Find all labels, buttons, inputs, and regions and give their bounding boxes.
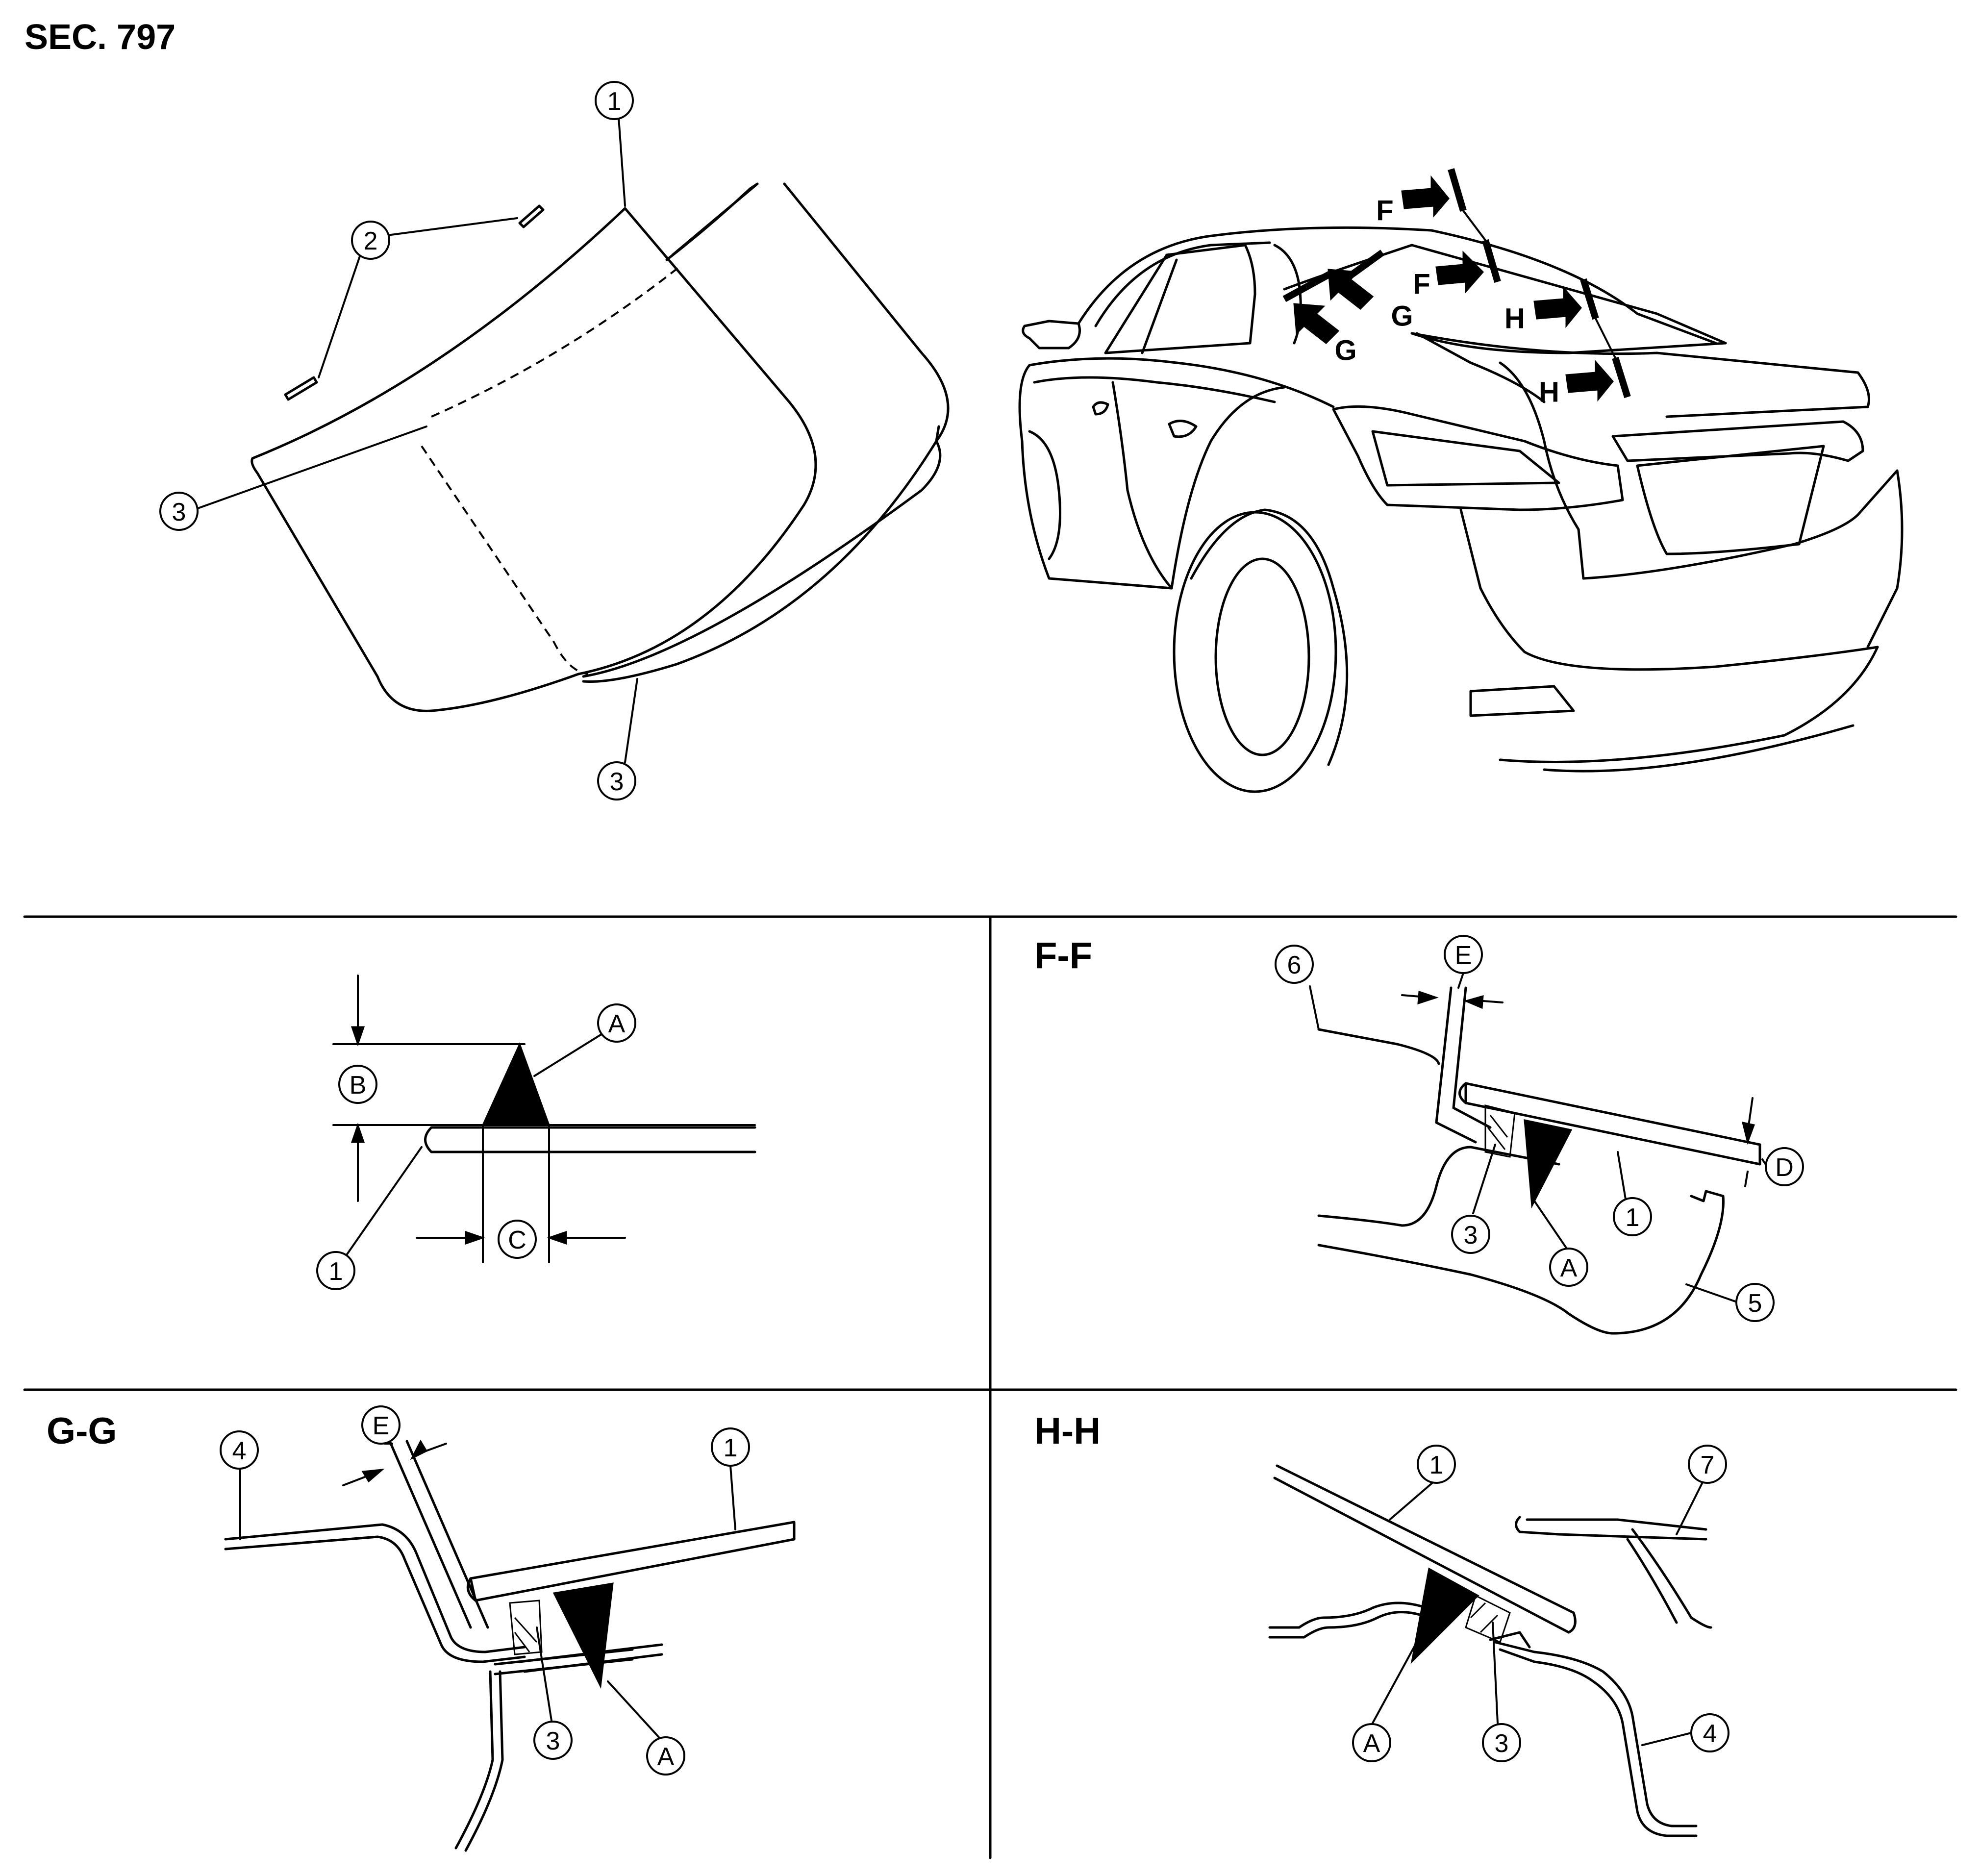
rear-glass-exploded-view <box>193 117 950 763</box>
callout-4-hh: 4 <box>1690 1713 1729 1752</box>
callout-1-top: 1 <box>595 81 634 120</box>
callout-3-ff: 3 <box>1451 1215 1490 1254</box>
callout-1-bead: 1 <box>316 1251 355 1290</box>
adhesive-bead-detail <box>332 975 756 1263</box>
view-arrow-icon <box>1565 360 1614 402</box>
section-title-hh: H-H <box>1034 1410 1101 1452</box>
view-arrow-icon <box>1293 303 1340 344</box>
clip-upper <box>518 204 545 228</box>
view-label-h-upper: H <box>1504 303 1525 335</box>
view-label-g-upper: G <box>1391 300 1413 332</box>
view-label-g-lower: G <box>1334 335 1356 367</box>
adhesive-bead <box>481 1042 551 1126</box>
callout-5-ff: 5 <box>1735 1283 1775 1322</box>
svg-text:3: 3 <box>610 768 624 796</box>
callout-1-hh: 1 <box>1417 1445 1456 1484</box>
callout-a-ff: A <box>1549 1248 1588 1287</box>
svg-text:4: 4 <box>232 1437 247 1465</box>
moulding-strip-inner <box>582 187 942 678</box>
callout-3-bottom: 3 <box>597 761 636 800</box>
svg-text:C: C <box>508 1226 526 1254</box>
svg-text:A: A <box>657 1743 675 1771</box>
svg-text:1: 1 <box>1626 1203 1640 1232</box>
section-line-f-lower <box>1482 239 1501 283</box>
callout-6-ff: 6 <box>1275 945 1314 984</box>
section-line-h-upper <box>1580 278 1599 320</box>
callout-d-ff: D <box>1765 1147 1804 1186</box>
svg-text:6: 6 <box>1287 951 1302 979</box>
view-label-f-lower: F <box>1413 269 1430 300</box>
view-arrow-icon <box>1401 175 1450 218</box>
svg-text:E: E <box>1455 941 1472 970</box>
svg-text:E: E <box>373 1412 390 1440</box>
view-arrow-icon <box>1435 250 1484 294</box>
callout-e-ff: E <box>1444 935 1483 974</box>
view-label-f-upper: F <box>1376 195 1393 227</box>
section-hh <box>1268 1464 1712 1837</box>
svg-text:1: 1 <box>724 1434 738 1462</box>
clip-lower <box>284 376 318 401</box>
view-arrow-icon <box>1533 286 1582 328</box>
callout-a-bead: A <box>597 1003 636 1043</box>
section-title-gg: G-G <box>47 1410 117 1452</box>
svg-text:3: 3 <box>546 1727 560 1755</box>
svg-text:1: 1 <box>329 1257 343 1286</box>
moulding-strip-outer <box>582 182 950 683</box>
callout-1-ff: 1 <box>1613 1197 1652 1236</box>
svg-text:3: 3 <box>172 498 186 526</box>
svg-text:A: A <box>1363 1729 1380 1758</box>
callout-4-gg: 4 <box>220 1430 259 1470</box>
callout-3-hh: 3 <box>1482 1723 1521 1762</box>
svg-text:5: 5 <box>1748 1289 1762 1318</box>
callout-b-height: B <box>338 1065 377 1104</box>
callout-1-gg: 1 <box>711 1427 750 1467</box>
svg-text:A: A <box>1560 1254 1578 1282</box>
rear-glass-outline <box>251 207 817 712</box>
svg-text:4: 4 <box>1703 1720 1717 1748</box>
callout-e-gg: E <box>361 1405 401 1445</box>
svg-text:2: 2 <box>364 227 378 255</box>
svg-text:7: 7 <box>1701 1451 1715 1479</box>
callout-a-gg: A <box>646 1736 685 1776</box>
svg-text:1: 1 <box>1429 1451 1444 1479</box>
callout-a-hh: A <box>1352 1723 1391 1762</box>
callout-2-top: 2 <box>351 221 390 260</box>
svg-text:B: B <box>350 1071 367 1100</box>
section-line-f-upper <box>1448 168 1467 212</box>
view-label-h-lower: H <box>1539 376 1559 408</box>
callout-3-left: 3 <box>159 492 199 531</box>
callout-7-hh: 7 <box>1688 1445 1727 1484</box>
callout-3-gg: 3 <box>533 1721 573 1760</box>
panel-dividers <box>23 915 1957 1859</box>
section-gg <box>224 1439 796 1852</box>
svg-text:D: D <box>1775 1153 1794 1182</box>
section-line-g-left <box>1282 269 1335 302</box>
section-line-h-lower <box>1612 356 1631 399</box>
section-ff <box>1309 972 1768 1335</box>
car-rear-view <box>1018 226 1904 793</box>
section-title-ff: F-F <box>1034 935 1092 976</box>
svg-text:A: A <box>608 1010 626 1038</box>
callout-c-width: C <box>498 1220 537 1259</box>
view-indicators: F F G G H H <box>1282 168 1631 408</box>
svg-text:1: 1 <box>607 87 622 116</box>
svg-text:3: 3 <box>1495 1729 1509 1758</box>
spacer-dashed <box>421 266 680 675</box>
section-label: SEC. 797 <box>25 18 175 57</box>
svg-text:3: 3 <box>1464 1221 1478 1250</box>
view-arrow-icon <box>1328 269 1374 310</box>
